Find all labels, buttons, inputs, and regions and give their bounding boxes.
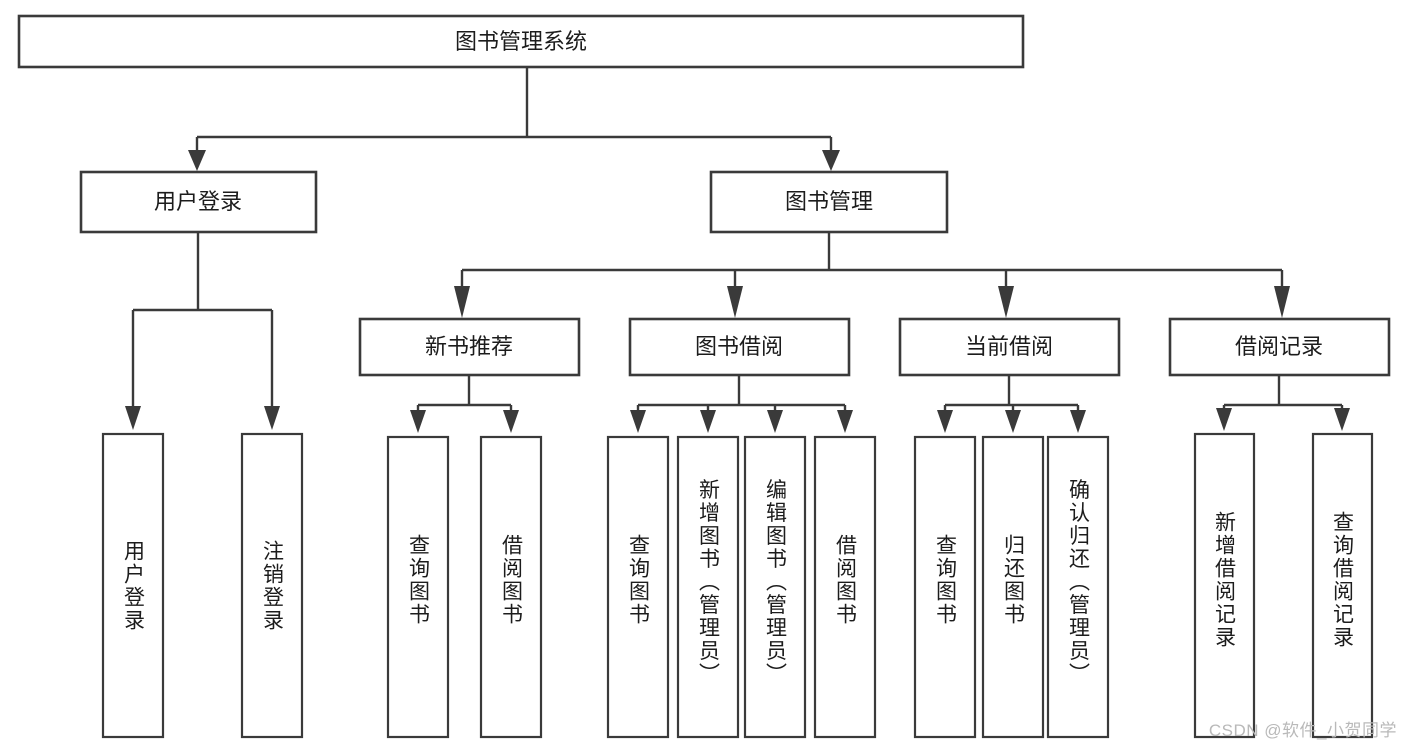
arrow-book-manage-to-record bbox=[1274, 286, 1290, 318]
csdn-watermark: CSDN @软件_小贺同学 bbox=[1208, 721, 1397, 740]
leaf-borrow-add-book[interactable]: 新增图书（管理员） bbox=[676, 435, 740, 739]
arrow-current-leaf-2 bbox=[1005, 410, 1021, 433]
leaf-new-book-borrow-label: 借阅图书 bbox=[500, 534, 524, 626]
arrow-root-to-book-manage bbox=[822, 150, 840, 171]
leaf-record-query-record-box bbox=[1311, 432, 1374, 739]
node-root-label: 图书管理系统 bbox=[455, 29, 587, 54]
leaf-current-confirm-return-box bbox=[1046, 435, 1110, 739]
arrow-new-book-leaf-1 bbox=[410, 410, 426, 433]
leaf-current-return-book-label: 归还图书 bbox=[1002, 534, 1026, 626]
leaf-new-book-query[interactable]: 查询图书 bbox=[386, 435, 450, 739]
leaf-borrow-query-book-label: 查询图书 bbox=[627, 534, 651, 626]
node-book-borrow[interactable]: 图书借阅 bbox=[628, 317, 851, 377]
leaf-borrow-add-book-box bbox=[676, 435, 740, 739]
node-book-borrow-label: 图书借阅 bbox=[695, 334, 783, 359]
leaf-current-query-book-box bbox=[913, 435, 977, 739]
leaf-borrow-edit-book-box bbox=[743, 435, 807, 739]
leaf-current-return-book[interactable]: 归还图书 bbox=[981, 435, 1045, 739]
leaf-current-confirm-return[interactable]: 确认归还（管理员） bbox=[1046, 435, 1110, 739]
leaf-record-add-record-box bbox=[1193, 432, 1256, 739]
arrow-current-leaf-3 bbox=[1070, 410, 1086, 433]
leaf-new-book-borrow-box bbox=[479, 435, 543, 739]
node-book-manage-label: 图书管理 bbox=[785, 189, 873, 214]
node-user-login-label: 用户登录 bbox=[154, 189, 242, 214]
leaf-current-query-book[interactable]: 查询图书 bbox=[913, 435, 977, 739]
leaf-record-add-record[interactable]: 新增借阅记录 bbox=[1193, 432, 1256, 739]
leaf-user-login-logout-box bbox=[240, 432, 304, 739]
leaf-new-book-query-box bbox=[386, 435, 450, 739]
connector-layer bbox=[125, 67, 1350, 433]
arrow-borrow-leaf-3 bbox=[767, 410, 783, 433]
node-root-box bbox=[17, 14, 1025, 69]
leaf-user-login-logout-label: 注销登录 bbox=[261, 540, 285, 632]
leaf-borrow-query-book-box bbox=[606, 435, 670, 739]
leaf-current-query-book-label: 查询图书 bbox=[934, 534, 958, 626]
leaf-user-login-login-label: 用户登录 bbox=[122, 540, 146, 632]
arrow-record-leaf-1 bbox=[1216, 408, 1232, 431]
node-borrow-record[interactable]: 借阅记录 bbox=[1168, 317, 1391, 377]
arrow-borrow-leaf-4 bbox=[837, 410, 853, 433]
leaf-borrow-edit-book-label: 编辑图书（管理员） bbox=[764, 479, 788, 686]
node-current-borrow[interactable]: 当前借阅 bbox=[898, 317, 1121, 377]
node-book-borrow-box bbox=[628, 317, 851, 377]
leaf-current-return-book-box bbox=[981, 435, 1045, 739]
arrow-current-leaf-1 bbox=[937, 410, 953, 433]
arrow-new-book-leaf-2 bbox=[503, 410, 519, 433]
arrow-root-to-user-login bbox=[188, 150, 206, 171]
leaf-borrow-borrow-book-box bbox=[813, 435, 877, 739]
arrow-borrow-leaf-1 bbox=[630, 410, 646, 433]
arrow-user-login-leaf-2 bbox=[264, 406, 280, 430]
node-current-borrow-box bbox=[898, 317, 1121, 377]
arrow-user-login-leaf-1 bbox=[125, 406, 141, 430]
node-user-login-box bbox=[79, 170, 318, 234]
arrow-record-leaf-2 bbox=[1334, 408, 1350, 431]
leaf-borrow-edit-book[interactable]: 编辑图书（管理员） bbox=[743, 435, 807, 739]
leaf-user-login-login-box bbox=[101, 432, 165, 739]
leaf-user-login-login[interactable]: 用户登录 bbox=[101, 432, 165, 739]
leaf-new-book-borrow[interactable]: 借阅图书 bbox=[479, 435, 543, 739]
leaf-borrow-borrow-book-label: 借阅图书 bbox=[834, 534, 858, 626]
node-new-book-recommend-box bbox=[358, 317, 581, 377]
arrow-book-manage-to-borrow bbox=[727, 286, 743, 318]
leaf-borrow-borrow-book[interactable]: 借阅图书 bbox=[813, 435, 877, 739]
node-new-book-recommend[interactable]: 新书推荐 bbox=[358, 317, 581, 377]
node-new-book-recommend-label: 新书推荐 bbox=[425, 334, 513, 359]
leaf-record-add-record-label: 新增借阅记录 bbox=[1213, 511, 1237, 649]
leaf-current-confirm-return-label: 确认归还（管理员） bbox=[1067, 479, 1091, 686]
leaf-new-book-query-label: 查询图书 bbox=[407, 534, 431, 626]
node-borrow-record-label: 借阅记录 bbox=[1235, 334, 1323, 359]
node-borrow-record-box bbox=[1168, 317, 1391, 377]
node-user-login[interactable]: 用户登录 bbox=[79, 170, 318, 234]
leaf-user-login-logout[interactable]: 注销登录 bbox=[240, 432, 304, 739]
arrow-book-manage-to-new-book bbox=[454, 286, 470, 318]
node-book-manage-box bbox=[709, 170, 949, 234]
node-book-manage[interactable]: 图书管理 bbox=[709, 170, 949, 234]
arrow-borrow-leaf-2 bbox=[700, 410, 716, 433]
leaf-record-query-record-label: 查询借阅记录 bbox=[1331, 511, 1355, 649]
leaf-borrow-query-book[interactable]: 查询图书 bbox=[606, 435, 670, 739]
leaf-record-query-record[interactable]: 查询借阅记录 bbox=[1311, 432, 1374, 739]
node-current-borrow-label: 当前借阅 bbox=[965, 334, 1053, 359]
node-root-system[interactable]: 图书管理系统 bbox=[17, 14, 1025, 69]
leaf-borrow-add-book-label: 新增图书（管理员） bbox=[697, 479, 721, 686]
arrow-book-manage-to-current bbox=[998, 286, 1014, 318]
